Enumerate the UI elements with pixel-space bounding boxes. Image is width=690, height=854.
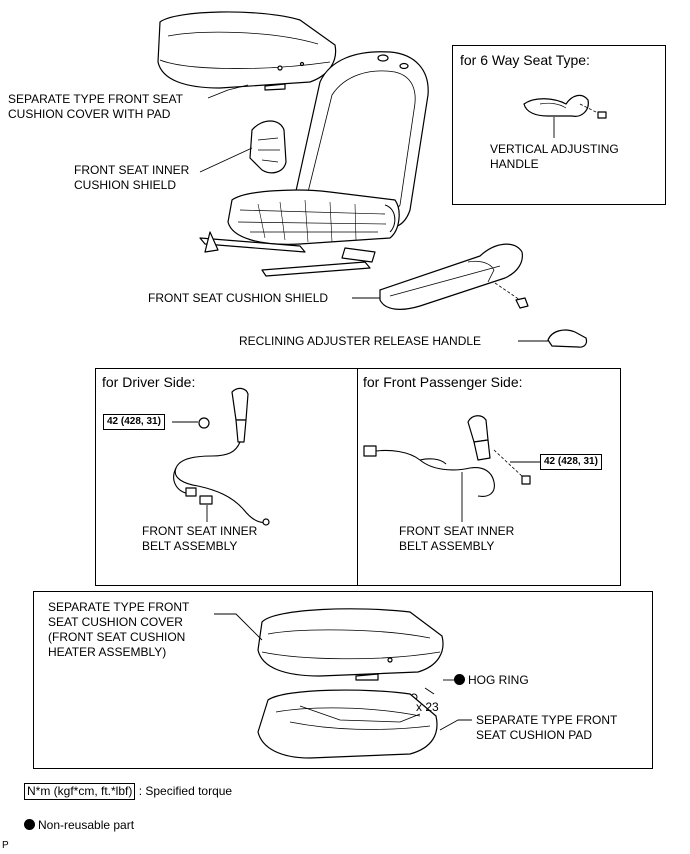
cushion-pad-drawing [257, 689, 438, 759]
passenger-title: for Front Passenger Side: [363, 374, 523, 390]
label-cushion-cover: SEPARATE TYPE FRONT SEAT CUSHION COVER (… [48, 600, 189, 660]
torque-badge-passenger: 42 (428, 31) [540, 454, 602, 470]
label-hog-ring-qty: x 23 [416, 700, 439, 714]
legend-torque-desc: : Specified torque [138, 784, 233, 798]
label-line: HANDLE [490, 157, 539, 171]
torque-badge-driver: 42 (428, 31) [103, 414, 165, 430]
label-line: FRONT SEAT INNER [399, 524, 515, 538]
cushion-assembly-box [33, 591, 653, 769]
label-line: SEPARATE TYPE FRONT [48, 600, 190, 614]
label-line: HEATER ASSEMBLY) [48, 645, 167, 659]
label-line: (FRONT SEAT CUSHION [48, 630, 186, 644]
six-way-seat-box [452, 45, 666, 205]
label-line: SEPARATE TYPE FRONT SEAT [8, 92, 183, 106]
label-line: FRONT SEAT INNER [142, 524, 258, 538]
cushion-cover-drawing [257, 608, 444, 681]
label-inner-cushion-shield: FRONT SEAT INNER CUSHION SHIELD [74, 163, 189, 193]
label-line: BELT ASSEMBLY [399, 539, 495, 553]
nonreusable-dot-icon [454, 674, 465, 685]
cushion-cover-with-pad-drawing [157, 11, 337, 91]
label-line: CUSHION COVER WITH PAD [8, 107, 171, 121]
label-cushion-cover-with-pad: SEPARATE TYPE FRONT SEAT CUSHION COVER W… [8, 92, 183, 122]
footer-code: P [2, 840, 9, 851]
driver-belt-drawing [173, 387, 270, 526]
seatback-drawing [293, 51, 429, 230]
hog-ring-text: HOG RING [468, 673, 529, 687]
label-line: CUSHION SHIELD [74, 178, 177, 192]
label-line: SEPARATE TYPE FRONT [476, 713, 618, 727]
label-line: SEAT CUSHION PAD [476, 728, 593, 742]
label-cushion-pad: SEPARATE TYPE FRONT SEAT CUSHION PAD [476, 713, 617, 743]
label-belt-driver: FRONT SEAT INNER BELT ASSEMBLY [142, 524, 257, 554]
inner-cushion-shield-drawing [249, 120, 287, 174]
label-belt-passenger: FRONT SEAT INNER BELT ASSEMBLY [399, 524, 514, 554]
label-hog-ring: HOG RING [454, 673, 529, 688]
label-vertical-handle: VERTICAL ADJUSTING HANDLE [490, 142, 619, 172]
six-way-title: for 6 Way Seat Type: [460, 52, 590, 68]
legend-torque-unit: N*m (kgf*cm, ft.*lbf) [24, 783, 136, 800]
label-line: VERTICAL ADJUSTING [490, 142, 619, 156]
legend-nonreusable-text: Non-reusable part [38, 818, 135, 832]
vertical-handle-drawing [523, 94, 589, 117]
legend-nonreusable: Non-reusable part [24, 818, 134, 833]
label-line: BELT ASSEMBLY [142, 539, 238, 553]
label-reclining-handle: RECLINING ADJUSTER RELEASE HANDLE [239, 334, 482, 348]
passenger-belt-drawing [363, 415, 495, 497]
label-line: SEAT CUSHION COVER [48, 615, 183, 629]
driver-title: for Driver Side: [102, 374, 196, 390]
seat-frame-drawing [199, 189, 400, 277]
reclining-handle-drawing [547, 329, 588, 348]
legend-torque: N*m (kgf*cm, ft.*lbf) : Specified torque [24, 783, 232, 800]
label-cushion-shield: FRONT SEAT CUSHION SHIELD [148, 291, 329, 305]
nonreusable-dot-icon [24, 819, 35, 830]
cushion-shield-drawing [379, 243, 523, 310]
label-line: FRONT SEAT INNER [74, 163, 190, 177]
passenger-side-box [357, 368, 621, 586]
